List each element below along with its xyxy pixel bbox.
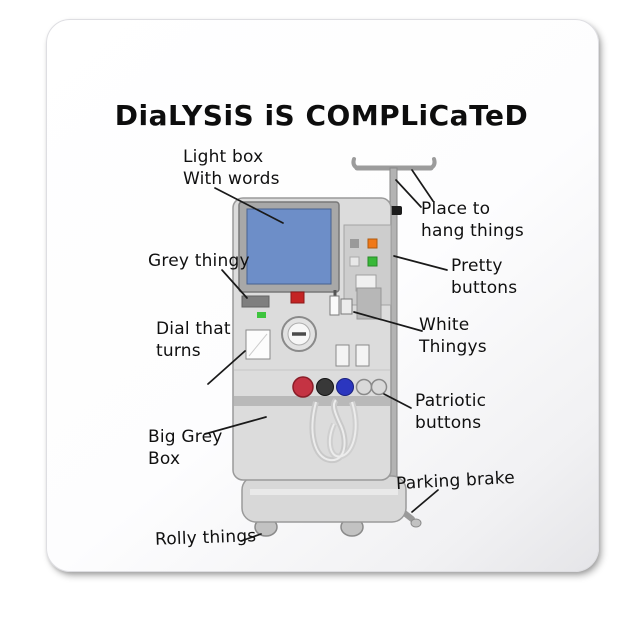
patriotic-buttons <box>292 376 388 398</box>
tubing <box>309 397 359 464</box>
pointer-pretty-buttons <box>393 255 448 271</box>
label-big-grey-box: Big Grey Box <box>148 427 223 470</box>
pointer-lines <box>204 169 448 542</box>
pointer-dial <box>207 350 246 385</box>
pointer-white-thingys <box>353 311 423 332</box>
pointer-patriotic <box>383 393 412 409</box>
pointer-grey-thingy <box>221 269 248 299</box>
pointer-hang-2 <box>411 169 434 202</box>
control-panel <box>241 287 382 367</box>
label-white-thingys: White Thingys <box>419 315 487 358</box>
orange-button <box>367 238 378 249</box>
page-title: DiaLYSiS iS COMPLiCaTeD <box>114 99 529 132</box>
pointer-big-grey-box <box>204 416 267 435</box>
label-rolly-things: Rolly things <box>154 526 257 550</box>
red-button <box>290 291 305 304</box>
label-light-box: Light box With words <box>183 147 280 190</box>
label-grey-thingy: Grey thingy <box>148 251 250 271</box>
label-dial-that-turns: Dial that turns <box>156 319 231 362</box>
label-patriotic-buttons: Patriotic buttons <box>415 391 487 434</box>
label-pretty-buttons: Pretty buttons <box>451 256 518 299</box>
pointer-parking-brake <box>411 489 439 513</box>
grey-thingy <box>241 295 270 308</box>
pointer-light-box <box>214 187 284 224</box>
pointer-hang-1 <box>395 179 422 208</box>
white-thingy-1 <box>329 295 340 316</box>
pointer-rolly-things <box>240 533 262 542</box>
white-thingy-2 <box>340 298 353 315</box>
label-place-to-hang: Place to hang things <box>421 199 524 242</box>
screen <box>238 201 340 293</box>
machine-base <box>241 475 422 537</box>
green-button <box>367 256 378 267</box>
